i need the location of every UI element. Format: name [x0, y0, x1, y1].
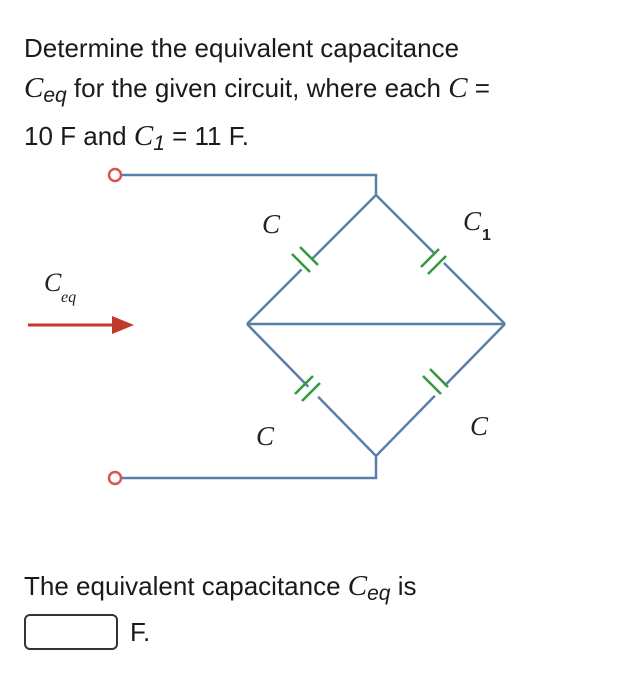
top-lead-wire: [121, 173, 378, 195]
capacitor-bottom-left: [294, 375, 323, 402]
capacitor-bottom-right: [422, 368, 451, 402]
ceq-diagram-subscript: eq: [61, 289, 76, 306]
question-line1: Determine the equivalent capacitance: [24, 33, 460, 63]
ceq-subscript: eq: [43, 84, 67, 107]
answer-prompt-end: is: [390, 571, 417, 601]
ceq-diagram-label: C: [44, 268, 62, 297]
answer-ceq-symbol: C: [347, 570, 368, 602]
c1-symbol: C: [133, 120, 154, 152]
c-symbol: C: [448, 72, 468, 104]
circuit-wires: [121, 173, 506, 480]
label-cap-bottom-left: C: [256, 421, 275, 451]
capacitors: [291, 246, 451, 402]
answer-prompt: The equivalent capacitance Ceq is: [24, 566, 416, 614]
answer-ceq-subscript: eq: [367, 582, 391, 605]
c-value: 10 F and: [24, 121, 134, 151]
bottom-terminal: [107, 470, 123, 486]
answer-row: F.: [24, 614, 150, 650]
answer-input[interactable]: [24, 614, 118, 650]
answer-unit: F.: [130, 616, 151, 647]
bottom-lead-wire: [121, 456, 378, 480]
c1-subscript: 1: [153, 132, 165, 155]
capacitor-top-left: [291, 246, 319, 275]
ceq-symbol: C: [24, 72, 44, 104]
equals-sign: =: [467, 73, 490, 103]
circuit-svg: C eq C C 1 C C: [28, 167, 506, 486]
capacitor-top-right: [420, 248, 449, 275]
ceq-arrow: [28, 316, 134, 334]
circuit-diagram: C eq C C 1 C C: [0, 150, 617, 530]
top-terminal: [107, 167, 123, 183]
question-text: Determine the equivalent capacitance Ceq…: [24, 28, 594, 164]
c1-value: = 11 F.: [164, 121, 249, 151]
label-cap-top-right: C: [463, 206, 482, 236]
label-cap-top-right-subscript: 1: [482, 227, 491, 244]
question-line2: for the given circuit, where each: [66, 73, 449, 103]
label-cap-bottom-right: C: [470, 411, 489, 441]
answer-prompt-start: The equivalent capacitance: [24, 571, 348, 601]
label-cap-top-left: C: [262, 209, 281, 239]
